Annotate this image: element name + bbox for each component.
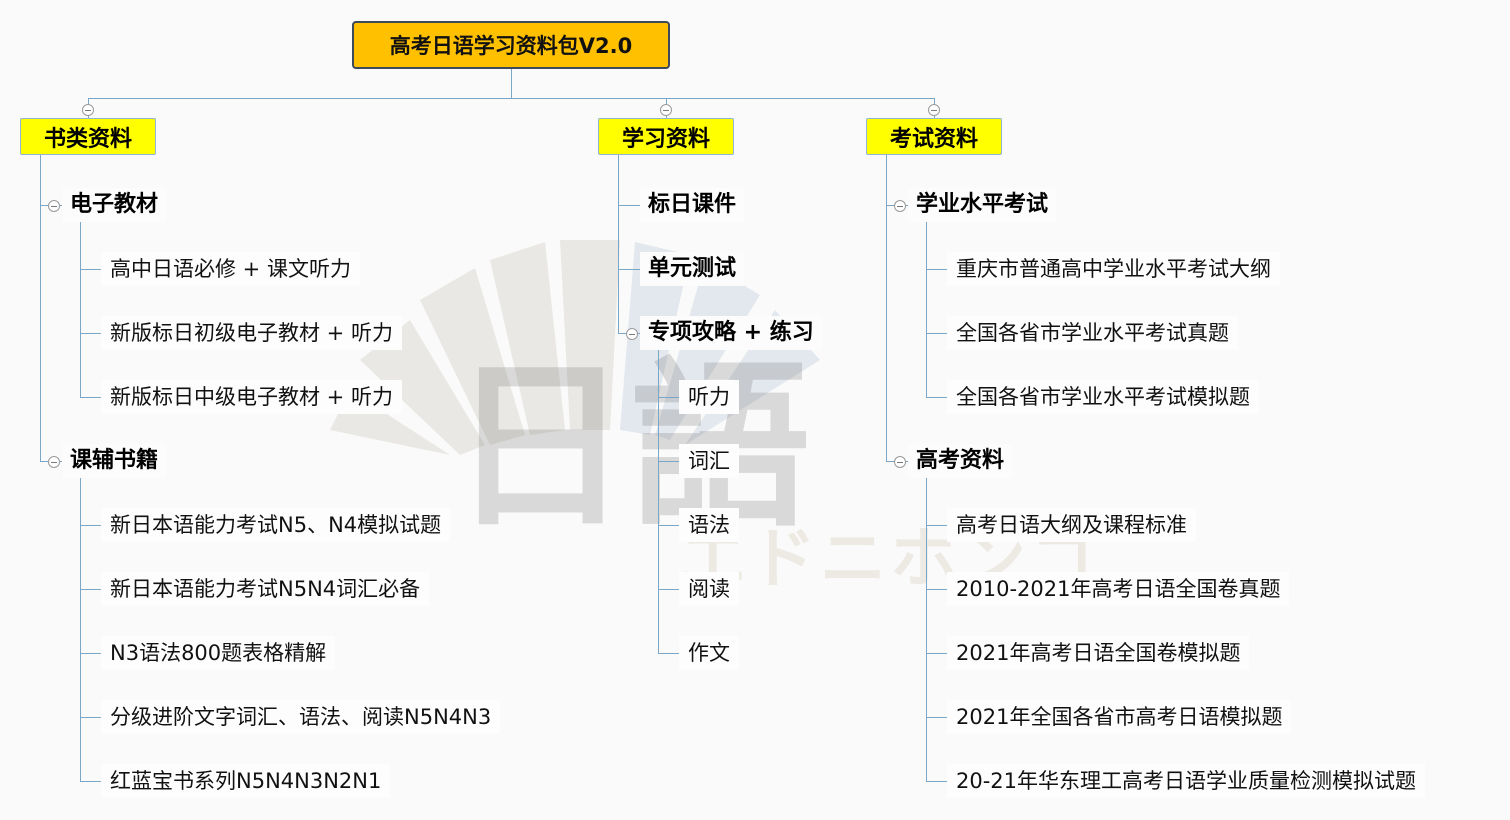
leaf-topic[interactable]: 词汇 bbox=[679, 444, 739, 478]
connector bbox=[80, 397, 102, 398]
connector bbox=[88, 98, 935, 99]
collapse-icon[interactable] bbox=[928, 104, 940, 116]
connector bbox=[80, 653, 102, 654]
subtopic[interactable]: 课辅书籍 bbox=[62, 444, 167, 478]
subtopic[interactable]: 专项攻略 + 练习 bbox=[640, 316, 822, 350]
leaf-topic[interactable]: 红蓝宝书系列N5N4N3N2N1 bbox=[101, 764, 391, 798]
connector bbox=[926, 781, 948, 782]
collapse-icon[interactable] bbox=[48, 200, 60, 212]
connector bbox=[926, 333, 948, 334]
connector bbox=[926, 717, 948, 718]
subtopic[interactable]: 标日课件 bbox=[640, 188, 745, 222]
root-title: 高考日语学习资料包V2.0 bbox=[389, 34, 633, 58]
leaf-topic[interactable]: 重庆市普通高中学业水平考试大纲 bbox=[947, 252, 1280, 286]
collapse-icon[interactable] bbox=[626, 328, 638, 340]
leaf-topic[interactable]: 高中日语必修 + 课文听力 bbox=[101, 252, 360, 286]
topic-study[interactable]: 学习资料 bbox=[598, 118, 734, 155]
leaf-topic[interactable]: 作文 bbox=[679, 636, 739, 670]
collapse-icon[interactable] bbox=[82, 104, 94, 116]
subtopic[interactable]: 高考资料 bbox=[908, 444, 1013, 478]
subtopic[interactable]: 学业水平考试 bbox=[908, 188, 1057, 222]
topic-books[interactable]: 书类资料 bbox=[20, 118, 156, 155]
leaf-topic[interactable]: 新版标日中级电子教材 + 听力 bbox=[101, 380, 402, 414]
connector bbox=[80, 478, 81, 781]
connector bbox=[80, 222, 81, 397]
connector bbox=[618, 269, 640, 270]
connector bbox=[80, 781, 102, 782]
root-topic[interactable]: 高考日语学习资料包V2.0 bbox=[352, 21, 670, 69]
connector bbox=[80, 525, 102, 526]
leaf-topic[interactable]: 20-21年华东理工高考日语学业质量检测模拟试题 bbox=[947, 764, 1426, 798]
connector bbox=[926, 589, 948, 590]
leaf-topic[interactable]: 2021年全国各省市高考日语模拟题 bbox=[947, 700, 1292, 734]
leaf-topic[interactable]: 新版标日初级电子教材 + 听力 bbox=[101, 316, 402, 350]
collapse-icon[interactable] bbox=[48, 456, 60, 468]
connector bbox=[80, 333, 102, 334]
leaf-topic[interactable]: 听力 bbox=[679, 380, 739, 414]
connector bbox=[926, 269, 948, 270]
connector bbox=[926, 397, 948, 398]
connector bbox=[926, 478, 927, 781]
connector bbox=[618, 205, 640, 206]
leaf-topic[interactable]: 分级进阶文字词汇、语法、阅读N5N4N3 bbox=[101, 700, 501, 734]
connector bbox=[926, 222, 927, 397]
connector bbox=[80, 589, 102, 590]
connector bbox=[926, 525, 948, 526]
leaf-topic[interactable]: 新日本语能力考试N5、N4模拟试题 bbox=[101, 508, 451, 542]
leaf-topic[interactable]: 全国各省市学业水平考试真题 bbox=[947, 316, 1238, 350]
connector bbox=[658, 397, 680, 398]
connector bbox=[886, 154, 887, 461]
leaf-topic[interactable]: 全国各省市学业水平考试模拟题 bbox=[947, 380, 1259, 414]
collapse-icon[interactable] bbox=[660, 104, 672, 116]
connector bbox=[511, 67, 512, 98]
topic-exam[interactable]: 考试资料 bbox=[866, 118, 1002, 155]
leaf-topic[interactable]: 2010-2021年高考日语全国卷真题 bbox=[947, 572, 1290, 606]
connector bbox=[658, 589, 680, 590]
leaf-topic[interactable]: 阅读 bbox=[679, 572, 739, 606]
connector bbox=[658, 653, 680, 654]
collapse-icon[interactable] bbox=[894, 200, 906, 212]
subtopic[interactable]: 电子教材 bbox=[62, 188, 167, 222]
connector bbox=[80, 269, 102, 270]
connector bbox=[926, 653, 948, 654]
leaf-topic[interactable]: 新日本语能力考试N5N4词汇必备 bbox=[101, 572, 430, 606]
subtopic[interactable]: 单元测试 bbox=[640, 252, 745, 286]
connector bbox=[658, 525, 680, 526]
connector bbox=[658, 350, 659, 653]
connector bbox=[658, 461, 680, 462]
connector bbox=[618, 154, 619, 333]
collapse-icon[interactable] bbox=[894, 456, 906, 468]
leaf-topic[interactable]: 高考日语大纲及课程标准 bbox=[947, 508, 1196, 542]
connector bbox=[80, 717, 102, 718]
leaf-topic[interactable]: 2021年高考日语全国卷模拟题 bbox=[947, 636, 1250, 670]
connector bbox=[40, 154, 41, 461]
leaf-topic[interactable]: 语法 bbox=[679, 508, 739, 542]
leaf-topic[interactable]: N3语法800题表格精解 bbox=[101, 636, 336, 670]
